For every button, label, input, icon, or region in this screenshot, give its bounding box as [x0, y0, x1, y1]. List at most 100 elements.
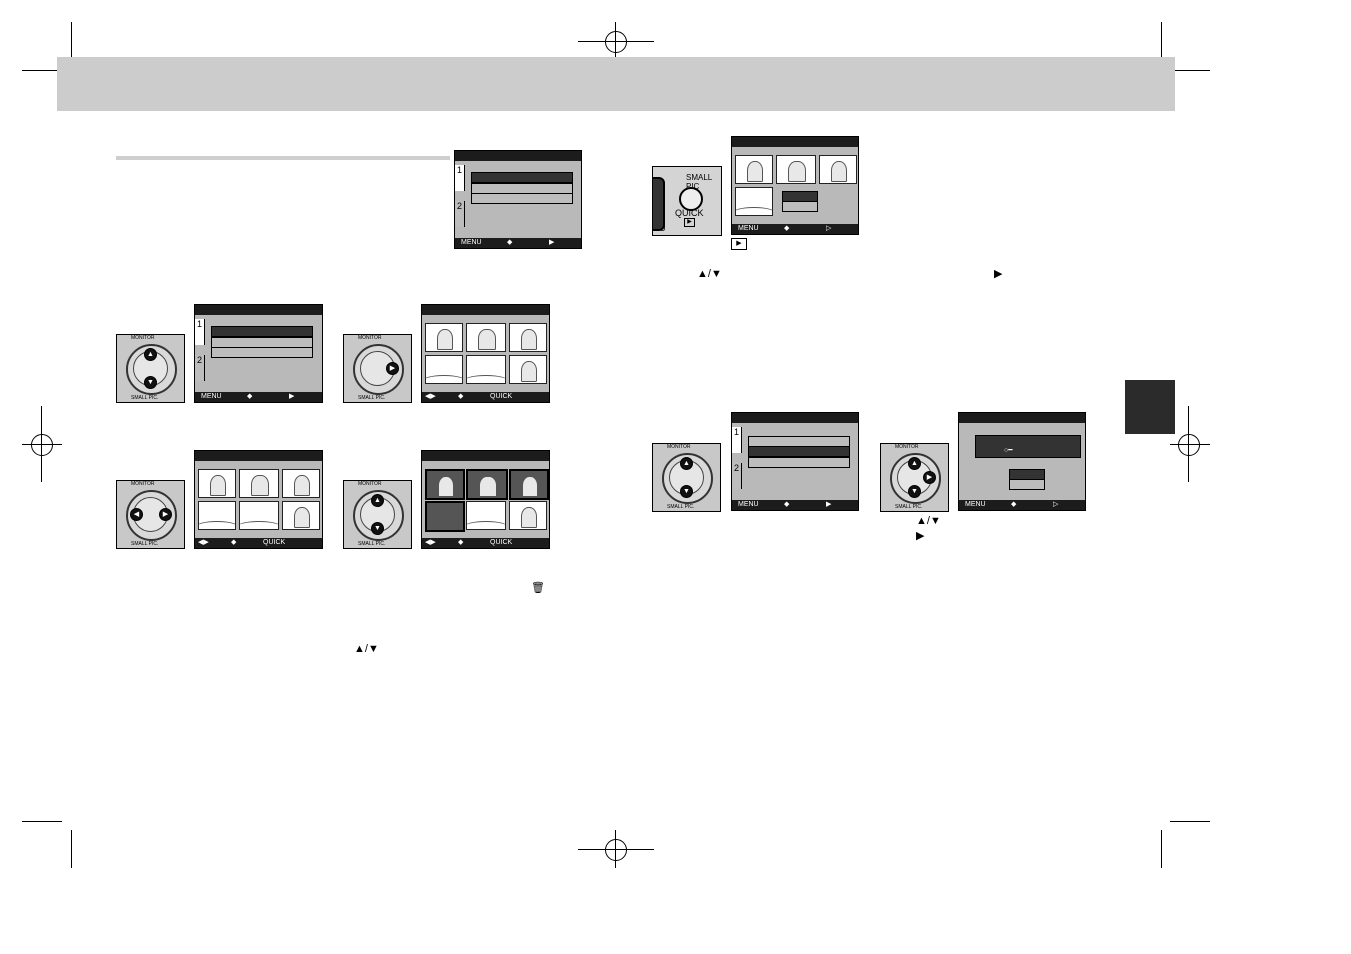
up-down-icon: ◆ — [507, 239, 513, 246]
thumbnail-selected[interactable] — [509, 469, 549, 500]
crop-mark — [1170, 821, 1210, 822]
up-button[interactable]: ▲ — [144, 348, 157, 361]
thumbnail[interactable] — [509, 501, 547, 530]
page-tab-1: 1 — [195, 319, 205, 345]
thumbnail-screen: ◀▶ ◆ QUICK — [421, 304, 550, 403]
registration-mark — [605, 31, 627, 53]
popup-option[interactable] — [782, 201, 818, 212]
page-tab-2: 2 — [195, 355, 205, 381]
right-arrow-icon: ▶ — [826, 501, 832, 508]
thumbnail[interactable] — [735, 155, 773, 184]
thumbnail[interactable] — [735, 187, 773, 216]
quick-label: QUICK — [675, 208, 704, 218]
registration-mark — [615, 830, 616, 868]
left-right-icon: ◀▶ — [198, 539, 209, 546]
thumbnail[interactable] — [509, 323, 547, 352]
screen-title-bar — [195, 305, 322, 315]
crop-mark — [1170, 70, 1210, 71]
right-arrow-icon: ▷ — [1053, 501, 1059, 508]
up-down-icon: ◆ — [784, 501, 790, 508]
small-pic-label: SMALL PIC. — [895, 504, 923, 510]
thumbnail[interactable] — [198, 469, 236, 498]
multi-selector: ▶ MONITOR SMALL PIC. — [343, 334, 412, 403]
menu-item-delete-selected[interactable] — [211, 326, 313, 337]
monitor-label: MONITOR — [667, 444, 691, 450]
thumbnail[interactable] — [239, 501, 279, 530]
right-button[interactable]: ▶ — [386, 362, 399, 375]
down-button[interactable]: ▼ — [908, 485, 921, 498]
crop-mark — [71, 830, 72, 868]
screen-title-bar — [455, 151, 581, 161]
thumbnail[interactable] — [466, 323, 506, 352]
thumbnail-selected[interactable] — [425, 469, 465, 500]
menu-label: MENU — [738, 225, 759, 232]
left-right-icon: ◀▶ — [425, 539, 436, 546]
thumbnail-selected[interactable] — [425, 501, 465, 532]
popup-option[interactable] — [1009, 479, 1045, 490]
up-down-arrows: ▲/▼ — [697, 268, 722, 280]
menu-screen: 1 2 MENU ◆ ▶ — [731, 412, 859, 511]
quick-label: QUICK — [490, 393, 513, 400]
multi-selector: ◀ ▶ MONITOR SMALL PIC. — [116, 480, 185, 549]
thumbnail-selected[interactable] — [466, 469, 508, 500]
thumbnail[interactable] — [282, 501, 320, 530]
menu-label: MENU — [461, 239, 482, 246]
screen-title-bar — [959, 413, 1085, 423]
registration-mark — [41, 406, 42, 482]
up-button[interactable]: ▲ — [680, 457, 693, 470]
menu-label: MENU — [201, 393, 222, 400]
page-tab-2: 2 — [732, 463, 742, 489]
up-down-icon: ◆ — [458, 539, 464, 546]
registration-mark — [31, 434, 53, 456]
thumbnail[interactable] — [198, 501, 236, 530]
thumbnail[interactable] — [425, 323, 463, 352]
thumbnail[interactable] — [776, 155, 816, 184]
small-pic-label: SMALL PIC. — [131, 541, 159, 547]
registration-mark — [605, 839, 627, 861]
right-button[interactable]: ▶ — [159, 508, 172, 521]
thumbnail[interactable] — [466, 355, 506, 384]
quick-label: QUICK — [490, 539, 513, 546]
menu-item-delete-all[interactable] — [748, 457, 850, 468]
screen-title-bar — [422, 305, 549, 315]
menu-item-delete-all[interactable] — [211, 347, 313, 358]
monitor-label: MONITOR — [358, 335, 382, 341]
thumbnail[interactable] — [509, 355, 547, 384]
down-button[interactable]: ▼ — [371, 522, 384, 535]
left-button[interactable]: ◀ — [130, 508, 143, 521]
down-button[interactable]: ▼ — [680, 485, 693, 498]
thumbnail[interactable] — [819, 155, 857, 184]
thumbnail[interactable] — [425, 355, 463, 384]
menu-item-protect[interactable] — [748, 446, 850, 457]
small-pic-label: SMALL PIC. — [358, 541, 386, 547]
thumbnail[interactable] — [282, 469, 320, 498]
right-arrow-icon: ▶ — [549, 239, 555, 246]
screen-bottom-bar: MENU ◆ ▶ — [195, 392, 322, 402]
monitor-label: MONITOR — [358, 481, 382, 487]
up-down-arrows: ▲/▼ — [916, 515, 941, 527]
quick-button[interactable] — [679, 187, 703, 211]
up-down-icon: ◆ — [247, 393, 253, 400]
menu-label: MENU — [738, 501, 759, 508]
screen-title-bar — [732, 137, 858, 147]
crop-mark — [1161, 22, 1162, 67]
menu-item-delete-all[interactable] — [471, 193, 573, 204]
menu-item-delete-selected[interactable] — [471, 172, 573, 183]
registration-mark — [1188, 406, 1189, 482]
down-button[interactable]: ▼ — [144, 376, 157, 389]
screen-bottom-bar: MENU ◆ ▷ — [732, 224, 858, 234]
protect-screen: ○━ MENU ◆ ▷ — [958, 412, 1086, 511]
key-icon: ○━ — [1004, 447, 1013, 454]
page-tab-1: 1 — [455, 165, 465, 191]
screen-bottom-bar: ◀▶ ◆ QUICK — [422, 392, 549, 402]
right-arrow-icon: ▶ — [994, 268, 1003, 280]
thumbnail[interactable] — [239, 469, 279, 498]
up-button[interactable]: ▲ — [908, 457, 921, 470]
small-pic-label: SMALL PIC. — [667, 504, 695, 510]
up-button[interactable]: ▲ — [371, 494, 384, 507]
quick-label: QUICK — [263, 539, 286, 546]
protect-info-box: ○━ — [975, 435, 1081, 458]
right-button[interactable]: ▶ — [923, 471, 936, 484]
thumbnail[interactable] — [466, 501, 506, 530]
left-right-icon: ◀▶ — [425, 393, 436, 400]
